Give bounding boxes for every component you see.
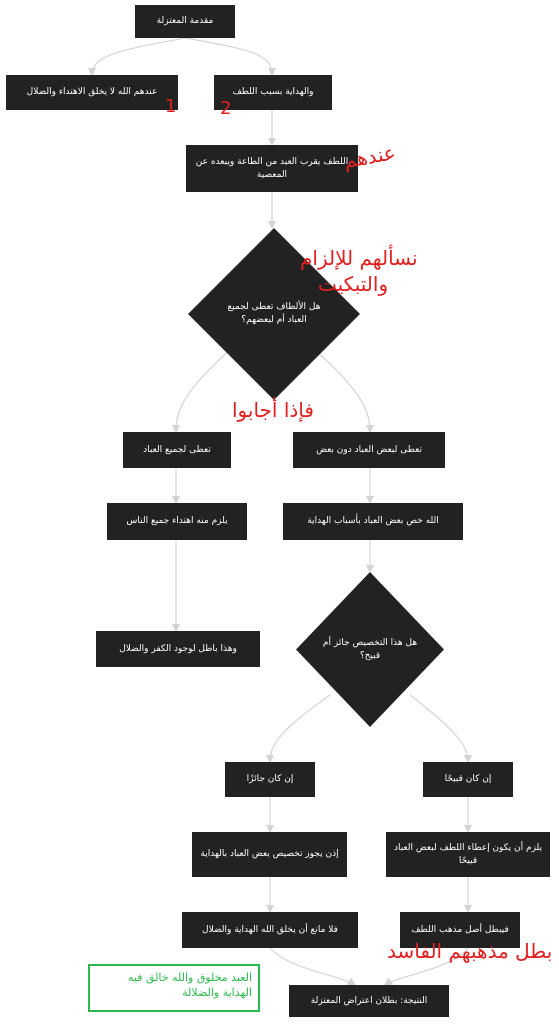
node-given-to-all: تعطى لجميع العباد xyxy=(123,432,231,468)
node-no-create: عندهم الله لا يخلق الاهتداء والضلال xyxy=(6,75,178,110)
node-question-permissible: هل هذا التخصيص جائز أم قبيح؟ xyxy=(296,572,444,727)
node-false-due-to-kufr: وهذا باطل لوجود الكفر والضلال xyxy=(96,631,260,667)
edge-q2-to-permissible xyxy=(265,694,331,764)
node-result: النتيجة: بطلان اعتراض المعتزلة xyxy=(289,985,449,1017)
annotation-ask-line2: والتبكيت xyxy=(318,272,389,296)
node-then-allowed-specify: إذن يجوز تخصيص بعض العباد بالهداية xyxy=(192,832,347,877)
node-question-all-or-some: هل الألطاف تعطى لجميع العباد أم لبعضهم؟ xyxy=(188,228,360,400)
question-permissible-label: هل هذا التخصيص جائز أم قبيح؟ xyxy=(322,637,418,661)
annotation-corrupt-void: بطل مذهبهم الفاسد xyxy=(387,939,553,963)
node-given-to-some: تعطى لبعض العباد دون بعض xyxy=(293,432,445,468)
node-if-permissible: إن كان جائزًا xyxy=(225,762,315,797)
edge-noobstacle-to-result xyxy=(269,947,356,986)
edge-intro-to-guidance xyxy=(184,37,277,77)
node-lutf-basis-void: فيبطل أصل مذهب اللطف xyxy=(400,912,520,948)
node-lutf-definition: اللطف يقرب العبد من الطاعة ويبعده عن الم… xyxy=(186,145,358,192)
node-if-ugly: إن كان قبيحًا xyxy=(423,762,513,797)
edge-question-to-all xyxy=(171,349,231,434)
node-all-guided: يلزم منه اهتداء جميع الناس xyxy=(107,503,247,540)
diamond-shape-2 xyxy=(296,572,444,727)
conclusion-note: العبد مخلوق والله خالق فيه الهداية والضل… xyxy=(88,964,260,1012)
node-intro: مقدمة المعتزلة xyxy=(135,5,235,38)
annotation-if-answered: فإذا أجابوا xyxy=(232,398,314,422)
question-all-or-some-label: هل الألطاف تعطى لجميع العباد أم لبعضهم؟ xyxy=(227,302,321,325)
annotation-number-2: 2 xyxy=(220,98,232,119)
edge-void-to-result xyxy=(384,947,469,986)
diamond-shape xyxy=(188,228,360,400)
node-ugly-giving: يلزم أن يكون إعطاء اللطف لبعض العباد قبي… xyxy=(386,832,550,877)
edge-q2-to-ugly xyxy=(409,694,473,764)
edge-intro-to-no-create xyxy=(87,37,186,77)
edge-question-to-some xyxy=(314,349,375,434)
annotation-ask-line1: نسألهم للإلزام xyxy=(300,246,418,270)
node-no-obstacle: فلا مانع أن يخلق الله الهداية والضلال xyxy=(182,912,358,948)
node-god-specified: الله خص بعض العباد بأسباب الهداية xyxy=(283,503,463,540)
node-guidance-by-lutf: والهداية بسبب اللطف xyxy=(214,75,332,110)
annotation-number-1: 1 xyxy=(165,96,177,117)
